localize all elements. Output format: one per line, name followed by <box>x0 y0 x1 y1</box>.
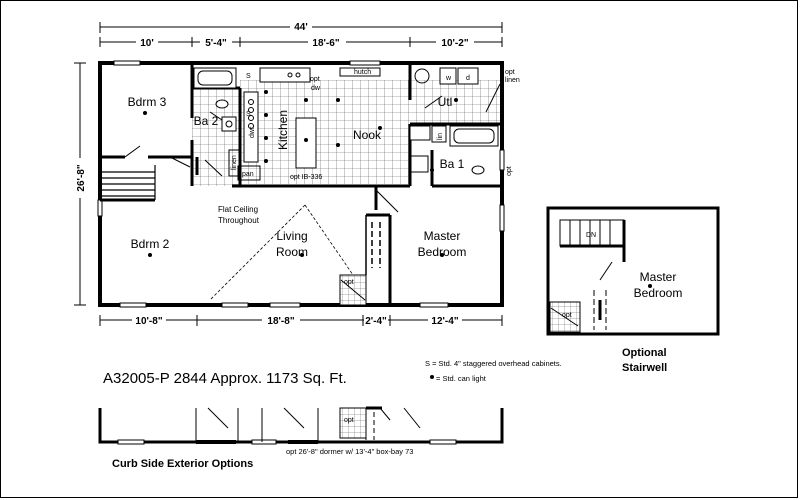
label-opt-linen-1: opt <box>505 69 515 76</box>
label-washer: w <box>445 75 452 82</box>
label-linen: linen <box>231 155 238 170</box>
optional-stairwell-title-2: Stairwell <box>622 362 668 374</box>
stair-master-1: Master <box>640 270 677 284</box>
label-s-top: S <box>246 73 251 80</box>
room-utl: Utl <box>438 95 453 109</box>
hall-stair <box>100 165 156 202</box>
room-kitchen: Kitchen <box>276 110 290 150</box>
stair-opt-label: opt <box>562 312 572 319</box>
dim-top-2: 5'-4" <box>205 38 227 49</box>
label-dw: dw <box>311 85 321 92</box>
dormer-note: opt 26'-8" dormer w/ 13'-4" box-bay 73 <box>286 447 414 456</box>
windows <box>97 60 505 308</box>
label-dryer: d <box>466 75 470 82</box>
label-opt-linen-2: linen <box>505 77 520 84</box>
label-opt-ba1: opt <box>506 166 513 176</box>
fixtures <box>193 67 499 181</box>
dim-overall-width: 44' <box>294 22 308 33</box>
dim-bottom-2: 18'-8" <box>267 316 294 327</box>
stair-master-2: Bedroom <box>634 286 683 300</box>
can-lights <box>143 90 458 257</box>
room-living-2: Room <box>276 245 308 259</box>
label-dwr: dwr <box>249 126 256 138</box>
dim-bottom-1: 10'-8" <box>135 316 162 327</box>
optional-stairwell-plan <box>546 206 720 336</box>
dim-depth: 26'-8" <box>76 164 87 191</box>
room-living-1: Living <box>276 229 307 243</box>
curb-side-title: Curb Side Exterior Options <box>112 458 254 470</box>
model-title: A32005-P 2844 Approx. 1173 Sq. Ft. <box>103 370 347 387</box>
dim-top-1: 10' <box>140 38 154 49</box>
legend-can-icon <box>430 375 434 379</box>
dim-top-3: 18'-6" <box>312 38 339 49</box>
legend-s-note: S = Std. 4" staggered overhead cabinets. <box>425 359 562 368</box>
label-flat-ceiling-1: Flat Ceiling <box>218 205 258 214</box>
room-master-1: Master <box>424 229 461 243</box>
legend-can-note: = Std. can light <box>436 374 486 383</box>
dim-top-4: 10'-2" <box>441 38 468 49</box>
room-master-2: Bedroom <box>418 245 467 259</box>
room-ba1: Ba 1 <box>440 157 465 171</box>
label-flat-ceiling-2: Throughout <box>218 216 260 225</box>
room-ba2: Ba 2 <box>194 114 219 128</box>
stair-dn-label: DN <box>586 232 596 239</box>
room-bdrm2: Bdrm 2 <box>131 237 170 251</box>
master-closets <box>365 213 390 275</box>
doors <box>124 83 501 213</box>
curb-opt-label: opt <box>344 417 354 424</box>
dim-bottom-3: 2'-4" <box>365 316 387 327</box>
optional-stairwell-title-1: Optional <box>622 347 667 359</box>
label-hutch: hutch <box>354 69 371 76</box>
interior-walls <box>100 63 502 305</box>
room-nook: Nook <box>353 128 382 142</box>
label-opt-closet: opt <box>344 279 354 286</box>
label-opt-range: opt <box>310 76 320 83</box>
vault-lines <box>209 204 363 301</box>
label-opt-ib: opt IB-336 <box>290 174 322 181</box>
curb-side-elevation <box>98 406 504 445</box>
room-bdrm3: Bdrm 3 <box>128 95 167 109</box>
dim-bottom-4: 12'-4" <box>431 316 458 327</box>
label-lin: lin <box>437 133 444 140</box>
label-s-ba: S <box>246 111 251 118</box>
label-pan: pan <box>242 171 254 178</box>
